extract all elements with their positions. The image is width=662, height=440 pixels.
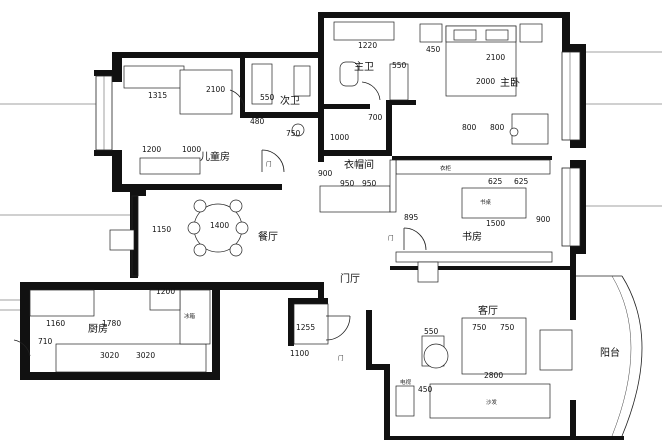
label-walk-in-closet: 衣帽间: [344, 158, 374, 171]
dim-kitchen-g: 1200: [156, 287, 175, 296]
dim-kids-bed: 2100: [206, 85, 225, 94]
dim-living-a: 550: [424, 327, 439, 336]
dim-mbath-b: 550: [392, 61, 407, 70]
dim-closet-d: 950: [362, 179, 377, 188]
label-dining: 餐厅: [258, 230, 278, 243]
dim-study-d: 900: [536, 215, 551, 224]
label-door-study: 门: [388, 234, 394, 242]
label-study: 书房: [462, 230, 482, 243]
dim-study-c: 1500: [486, 219, 505, 228]
dim-mbath-d: 1000: [330, 133, 349, 142]
dim-living-b: 750: [472, 323, 487, 332]
dim-bath2-c: 480: [250, 117, 265, 126]
dim-kids-desk-b: 1000: [182, 145, 201, 154]
label-balcony: 阳台: [600, 346, 620, 359]
label-door-kids: 门: [266, 160, 272, 168]
label-desk: 书桌: [480, 198, 492, 206]
dim-closet-c: 950: [340, 179, 355, 188]
label-fridge: 冰箱: [184, 312, 196, 320]
label-master-bedroom: 主卧: [500, 76, 520, 89]
dim-kitchen-b: 1780: [102, 319, 121, 328]
label-kitchen: 厨房: [88, 322, 108, 335]
label-entrance: 门厅: [340, 272, 360, 285]
dim-study-a: 625: [488, 177, 503, 186]
room-labels: 主卧 主卫 次卫 儿童房 衣帽间 餐厅 书房 门厅 厨房 客厅 阳台: [88, 61, 620, 359]
label-second-bath: 次卫: [280, 94, 300, 107]
label-kids-room: 儿童房: [200, 150, 230, 163]
dim-kitchen-a: 1160: [46, 319, 65, 328]
dim-kitchen-c: 3020: [100, 351, 119, 360]
windows: [0, 51, 662, 437]
dim-bath2-a: 550: [260, 93, 275, 102]
dim-kids-desk-a: 1200: [142, 145, 161, 154]
dim-study-b: 625: [514, 177, 529, 186]
label-door-entry: 门: [338, 354, 344, 362]
dim-mbed-a: 2100: [486, 53, 505, 62]
label-sofa: 沙发: [486, 398, 498, 406]
dimension-labels: 1315 2100 1200 1000 550 750 480 1220 550…: [38, 41, 551, 394]
dim-dining-a: 1150: [152, 225, 171, 234]
dim-living-c: 750: [500, 323, 515, 332]
label-living: 客厅: [478, 304, 498, 317]
label-tv: 电视: [400, 378, 412, 386]
dim-mbath-a: 1220: [358, 41, 377, 50]
dim-closet-b: 800: [490, 123, 505, 132]
dim-dining-b: 1400: [210, 221, 229, 230]
dim-mbed-c: 450: [426, 45, 441, 54]
label-master-bath: 主卫: [354, 61, 374, 73]
dim-mbath-c: 700: [368, 113, 383, 122]
dim-living-e: 2800: [484, 371, 503, 380]
dim-closet-f: 895: [404, 213, 419, 222]
dim-entry-a: 1255: [296, 323, 315, 332]
dim-living-f: 450: [418, 385, 433, 394]
doors: [13, 81, 427, 357]
dim-kitchen-d: 3020: [136, 351, 155, 360]
dim-closet-a: 800: [462, 123, 477, 132]
dim-entry-b: 1100: [290, 349, 309, 358]
label-wardrobe: 衣柜: [440, 164, 452, 172]
dim-bath2-b: 750: [286, 129, 301, 138]
dim-kitchen-e: 710: [38, 337, 53, 346]
fixture-labels: 门 门 门 电视 沙发 冰箱 书桌 衣柜: [184, 160, 498, 406]
furniture: [29, 21, 573, 419]
dim-mbed-b: 2000: [476, 77, 495, 86]
dim-closet-e: 900: [318, 169, 333, 178]
dim-kids-w: 1315: [148, 91, 167, 100]
walls: [20, 12, 624, 440]
